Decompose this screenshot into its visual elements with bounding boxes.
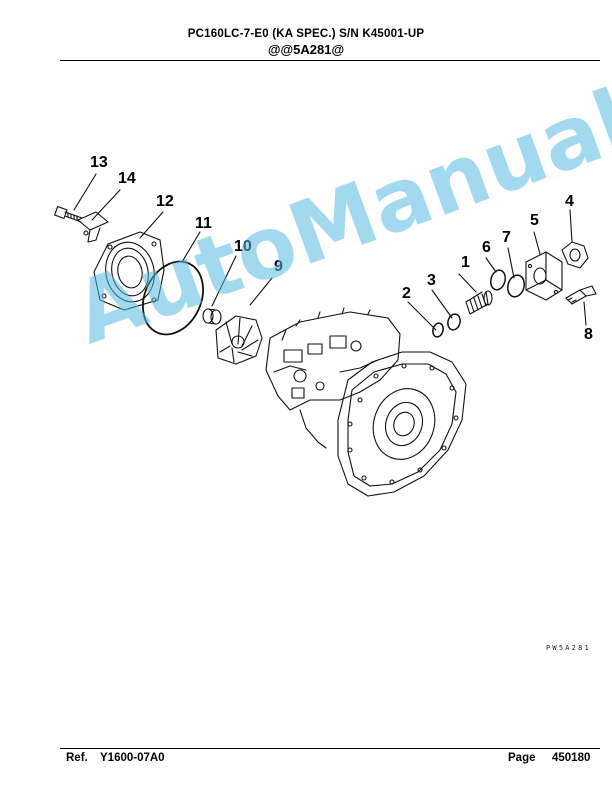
part-4-nut bbox=[561, 241, 589, 269]
part-label-1: 1 bbox=[461, 254, 470, 271]
part-7-o-ring bbox=[507, 274, 525, 298]
part-1-spring bbox=[465, 290, 493, 315]
part-9-gear-pump bbox=[215, 315, 263, 365]
page-title: PC160LC-7-E0 (KA SPEC.) S/N K45001-UP bbox=[187, 28, 425, 40]
ref-label: Ref. bbox=[66, 752, 88, 764]
part-12-cover bbox=[93, 231, 165, 311]
header-divider bbox=[60, 60, 600, 61]
part-11-o-ring bbox=[142, 260, 204, 336]
part-label-13: 13 bbox=[90, 154, 108, 171]
part-8-fitting bbox=[565, 285, 597, 305]
footer-divider bbox=[60, 748, 600, 749]
part-14-bracket bbox=[77, 211, 109, 243]
part-3-ring bbox=[447, 313, 461, 331]
part-label-12: 12 bbox=[156, 193, 174, 210]
part-label-6: 6 bbox=[482, 239, 491, 256]
part-5-cover bbox=[525, 251, 563, 301]
part-label-9: 9 bbox=[274, 258, 283, 275]
part-label-14: 14 bbox=[118, 170, 136, 187]
part-label-4: 4 bbox=[565, 193, 574, 210]
part-label-7: 7 bbox=[502, 229, 511, 246]
page-number: 450180 bbox=[552, 752, 591, 764]
page-header: PC160LC-7-E0 (KA SPEC.) S/N K45001-UP @@… bbox=[0, 28, 612, 57]
ref-value: Y1600-07A0 bbox=[100, 752, 165, 764]
part-label-8: 8 bbox=[584, 326, 593, 343]
part-10-bushing bbox=[202, 308, 222, 325]
catalog-code: @@5A281@ bbox=[267, 42, 345, 57]
part-6-o-ring bbox=[490, 269, 506, 291]
main-pump-body bbox=[265, 307, 401, 449]
part-label-10: 10 bbox=[234, 238, 252, 255]
part-2-o-ring bbox=[432, 322, 444, 338]
page-label: Page bbox=[508, 752, 536, 764]
part-label-11: 11 bbox=[195, 215, 212, 232]
part-label-3: 3 bbox=[427, 272, 436, 289]
part-label-5: 5 bbox=[530, 212, 539, 229]
figure-code: PW5A281 bbox=[546, 644, 591, 652]
flange-housing bbox=[337, 351, 467, 497]
part-13-bolt bbox=[54, 205, 83, 223]
part-label-2: 2 bbox=[402, 285, 411, 302]
